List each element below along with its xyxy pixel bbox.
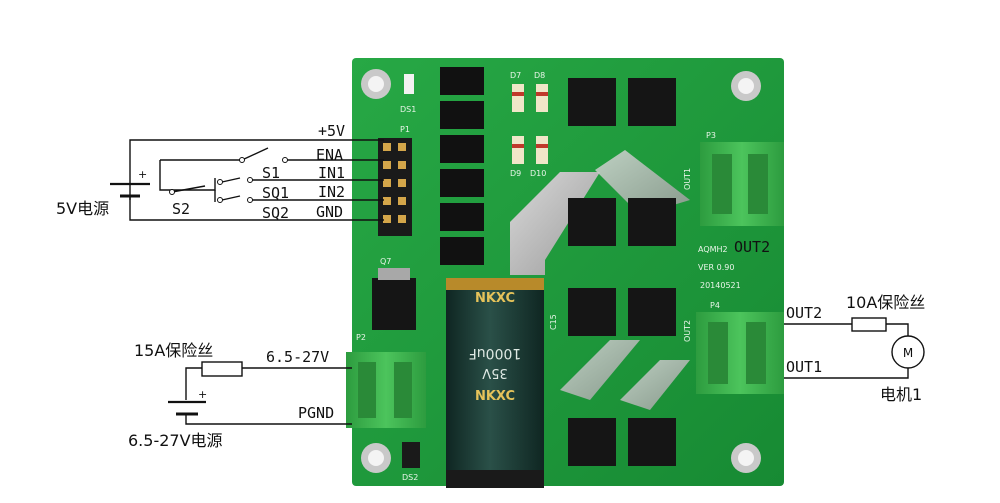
silk-d10: D10 xyxy=(530,169,546,178)
label-in1: IN1 xyxy=(318,164,345,182)
capacitor-brand-top: NKXC xyxy=(475,291,515,306)
label-5v-supply: 5V电源 xyxy=(56,199,109,218)
power-wiring: + xyxy=(168,361,352,425)
label-in2: IN2 xyxy=(318,183,345,201)
label-out1: OUT1 xyxy=(786,358,822,376)
silk-d9: D9 xyxy=(510,169,521,178)
terminal-block-p4 xyxy=(696,312,784,394)
motor-wiring: M xyxy=(784,317,925,379)
control-wiring: + xyxy=(110,139,384,221)
silk-ds2: DS2 xyxy=(402,473,418,482)
label-s2: S2 xyxy=(172,200,190,218)
label-pgnd: PGND xyxy=(298,404,334,422)
silk-date: 20140521 xyxy=(700,281,741,290)
label-s1: S1 xyxy=(262,164,280,182)
silk-p3: P3 xyxy=(706,131,716,140)
battery-5v-plus: + xyxy=(138,168,147,181)
copper-pour-4 xyxy=(620,360,690,410)
terminal-block-p2 xyxy=(346,352,426,428)
copper-pour xyxy=(510,172,600,275)
fuse-10a xyxy=(851,317,887,332)
regulator-q7 xyxy=(372,268,416,330)
label-plus5v: +5V xyxy=(318,122,345,140)
label-ena: ENA xyxy=(316,146,343,164)
silk-c15: C15 xyxy=(549,314,558,330)
copper-pour-3 xyxy=(560,340,640,400)
capacitor-brand-bottom: NKXC xyxy=(475,389,515,404)
silk-model: AQMH2 xyxy=(698,245,728,254)
silk-d8: D8 xyxy=(534,71,545,80)
label-fuse-15a: 15A保险丝 xyxy=(134,341,213,360)
led-ds1 xyxy=(404,74,414,94)
silk-d7: D7 xyxy=(510,71,521,80)
silk-ds1: DS1 xyxy=(400,105,416,114)
led-ds2 xyxy=(402,442,420,468)
pcb-board: NKXC NKXC 1000uF 35V P1 P2 P3 P4 xyxy=(346,58,784,488)
optocoupler-array xyxy=(440,67,484,265)
label-fuse-10a: 10A保险丝 xyxy=(846,293,925,312)
mosfets-bottom xyxy=(568,288,676,466)
electrolytic-capacitor: NKXC NKXC 1000uF 35V xyxy=(446,278,544,488)
battery-main-plus: + xyxy=(198,388,207,401)
mounting-hole-bottom-right xyxy=(731,443,761,473)
label-out2-p4: OUT2 xyxy=(786,304,822,322)
motor-m: M xyxy=(903,346,913,360)
capacitor-voltage: 35V xyxy=(482,365,508,380)
label-vin: 6.5-27V xyxy=(266,348,329,366)
capacitor-value: 1000uF xyxy=(469,345,522,361)
label-sq2: SQ2 xyxy=(262,204,289,222)
label-gnd: GND xyxy=(316,203,343,221)
mounting-hole-top-left xyxy=(361,69,391,99)
label-sq1: SQ1 xyxy=(262,184,289,202)
label-motor: 电机1 xyxy=(880,385,922,404)
silk-out1: OUT1 xyxy=(683,168,692,190)
silk-out2: OUT2 xyxy=(683,320,692,342)
header-p1 xyxy=(378,138,412,236)
silk-p4: P4 xyxy=(710,301,720,310)
label-out2-p3: OUT2 xyxy=(734,238,770,256)
silk-p1: P1 xyxy=(400,125,410,134)
silk-p2: P2 xyxy=(356,333,366,342)
diodes xyxy=(512,84,548,164)
terminal-block-p3 xyxy=(700,142,784,226)
label-main-supply: 6.5-27V电源 xyxy=(128,431,223,450)
mounting-hole-bottom-left xyxy=(361,443,391,473)
mounting-hole-top-right xyxy=(731,71,761,101)
silk-version: VER 0.90 xyxy=(698,263,734,272)
silk-q7: Q7 xyxy=(380,257,391,266)
mosfets-top xyxy=(568,78,676,246)
fuse-15a xyxy=(201,361,243,377)
